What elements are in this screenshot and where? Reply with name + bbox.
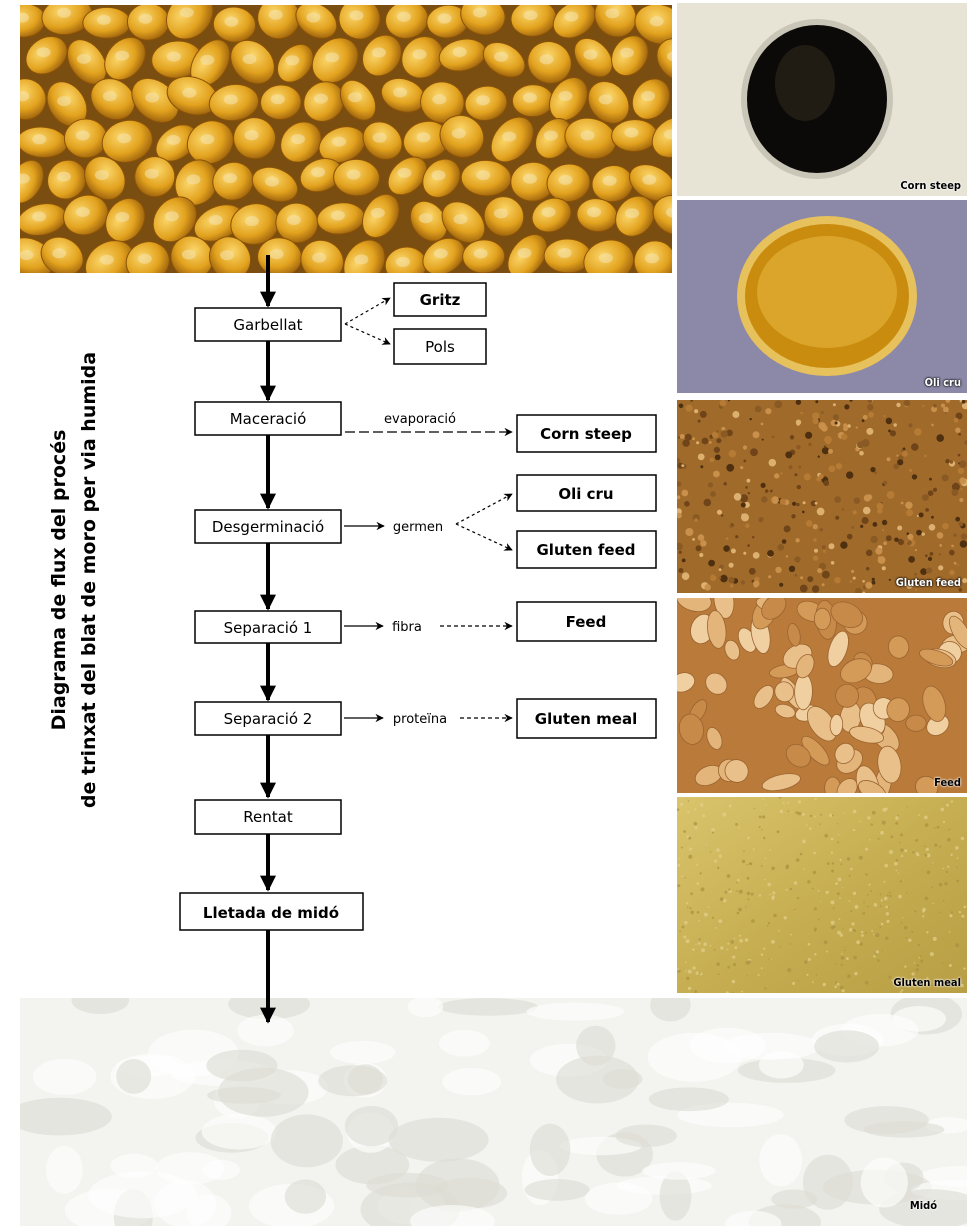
step-lletada-label: Lletada de midó: [203, 904, 339, 922]
intermediate-evaporacio: evaporació: [384, 412, 456, 427]
mido-caption: Midó: [909, 1199, 937, 1212]
intermediate-germen: germen: [393, 520, 443, 535]
corn-kernels-photo: [20, 5, 672, 273]
product-corn-steep-label: Corn steep: [540, 425, 632, 443]
product-gritz: Gritz: [393, 282, 487, 317]
product-gluten-feed: Gluten feed: [516, 530, 657, 569]
diagram-title-line1: Diagrama de flux del procés: [48, 429, 70, 731]
product-oli-cru: Oli cru: [516, 474, 657, 512]
feed-photo: Feed: [677, 598, 967, 793]
oli-cru-caption: Oli cru: [924, 376, 961, 389]
product-gluten-feed-label: Gluten feed: [537, 541, 636, 559]
step-desgerminacio-label: Desgerminació: [212, 518, 324, 536]
gluten-feed-photo: Gluten feed: [677, 400, 967, 593]
product-gluten-meal: Gluten meal: [516, 698, 657, 739]
gluten-feed-caption: Gluten feed: [895, 576, 961, 589]
gluten-meal-photo: Gluten meal: [677, 797, 967, 993]
step-maceracio-label: Maceració: [230, 410, 307, 428]
garbellat-branches: [344, 297, 391, 345]
diagram-title-line2: de trinxat del blat de moro per via humi…: [78, 351, 100, 809]
step-separacio2: Separació 2: [194, 701, 342, 736]
step-desgerminacio: Desgerminació: [194, 509, 342, 544]
intermediate-proteina: proteïna: [393, 712, 447, 727]
step-separacio1: Separació 1: [194, 610, 342, 644]
step-separacio2-label: Separació 2: [224, 710, 313, 728]
germen-branches: [455, 493, 513, 551]
intermediate-fibra: fibra: [392, 620, 422, 635]
step-rentat-label: Rentat: [243, 808, 293, 826]
step-maceracio: Maceració: [194, 401, 342, 436]
step-garbellat-label: Garbellat: [233, 316, 302, 334]
step-rentat: Rentat: [194, 799, 342, 835]
feed-caption: Feed: [934, 776, 961, 789]
product-oli-cru-label: Oli cru: [558, 485, 613, 503]
corn-kernels-image: [20, 5, 672, 273]
step-garbellat: Garbellat: [194, 307, 342, 342]
gluten-meal-caption: Gluten meal: [893, 976, 961, 989]
product-corn-steep: Corn steep: [516, 414, 657, 453]
mido-photo: Midó: [20, 998, 967, 1226]
product-pols: Pols: [393, 328, 487, 365]
product-feed-label: Feed: [566, 613, 607, 631]
step-separacio1-label: Separació 1: [224, 619, 313, 637]
step-lletada: Lletada de midó: [179, 892, 364, 931]
product-feed: Feed: [516, 601, 657, 642]
product-gluten-meal-label: Gluten meal: [535, 710, 637, 728]
product-pols-label: Pols: [425, 338, 455, 356]
corn-steep-photo: Corn steep: [677, 3, 967, 196]
corn-steep-caption: Corn steep: [900, 179, 961, 192]
product-gritz-label: Gritz: [420, 291, 461, 309]
oli-cru-photo: Oli cru: [677, 200, 967, 393]
